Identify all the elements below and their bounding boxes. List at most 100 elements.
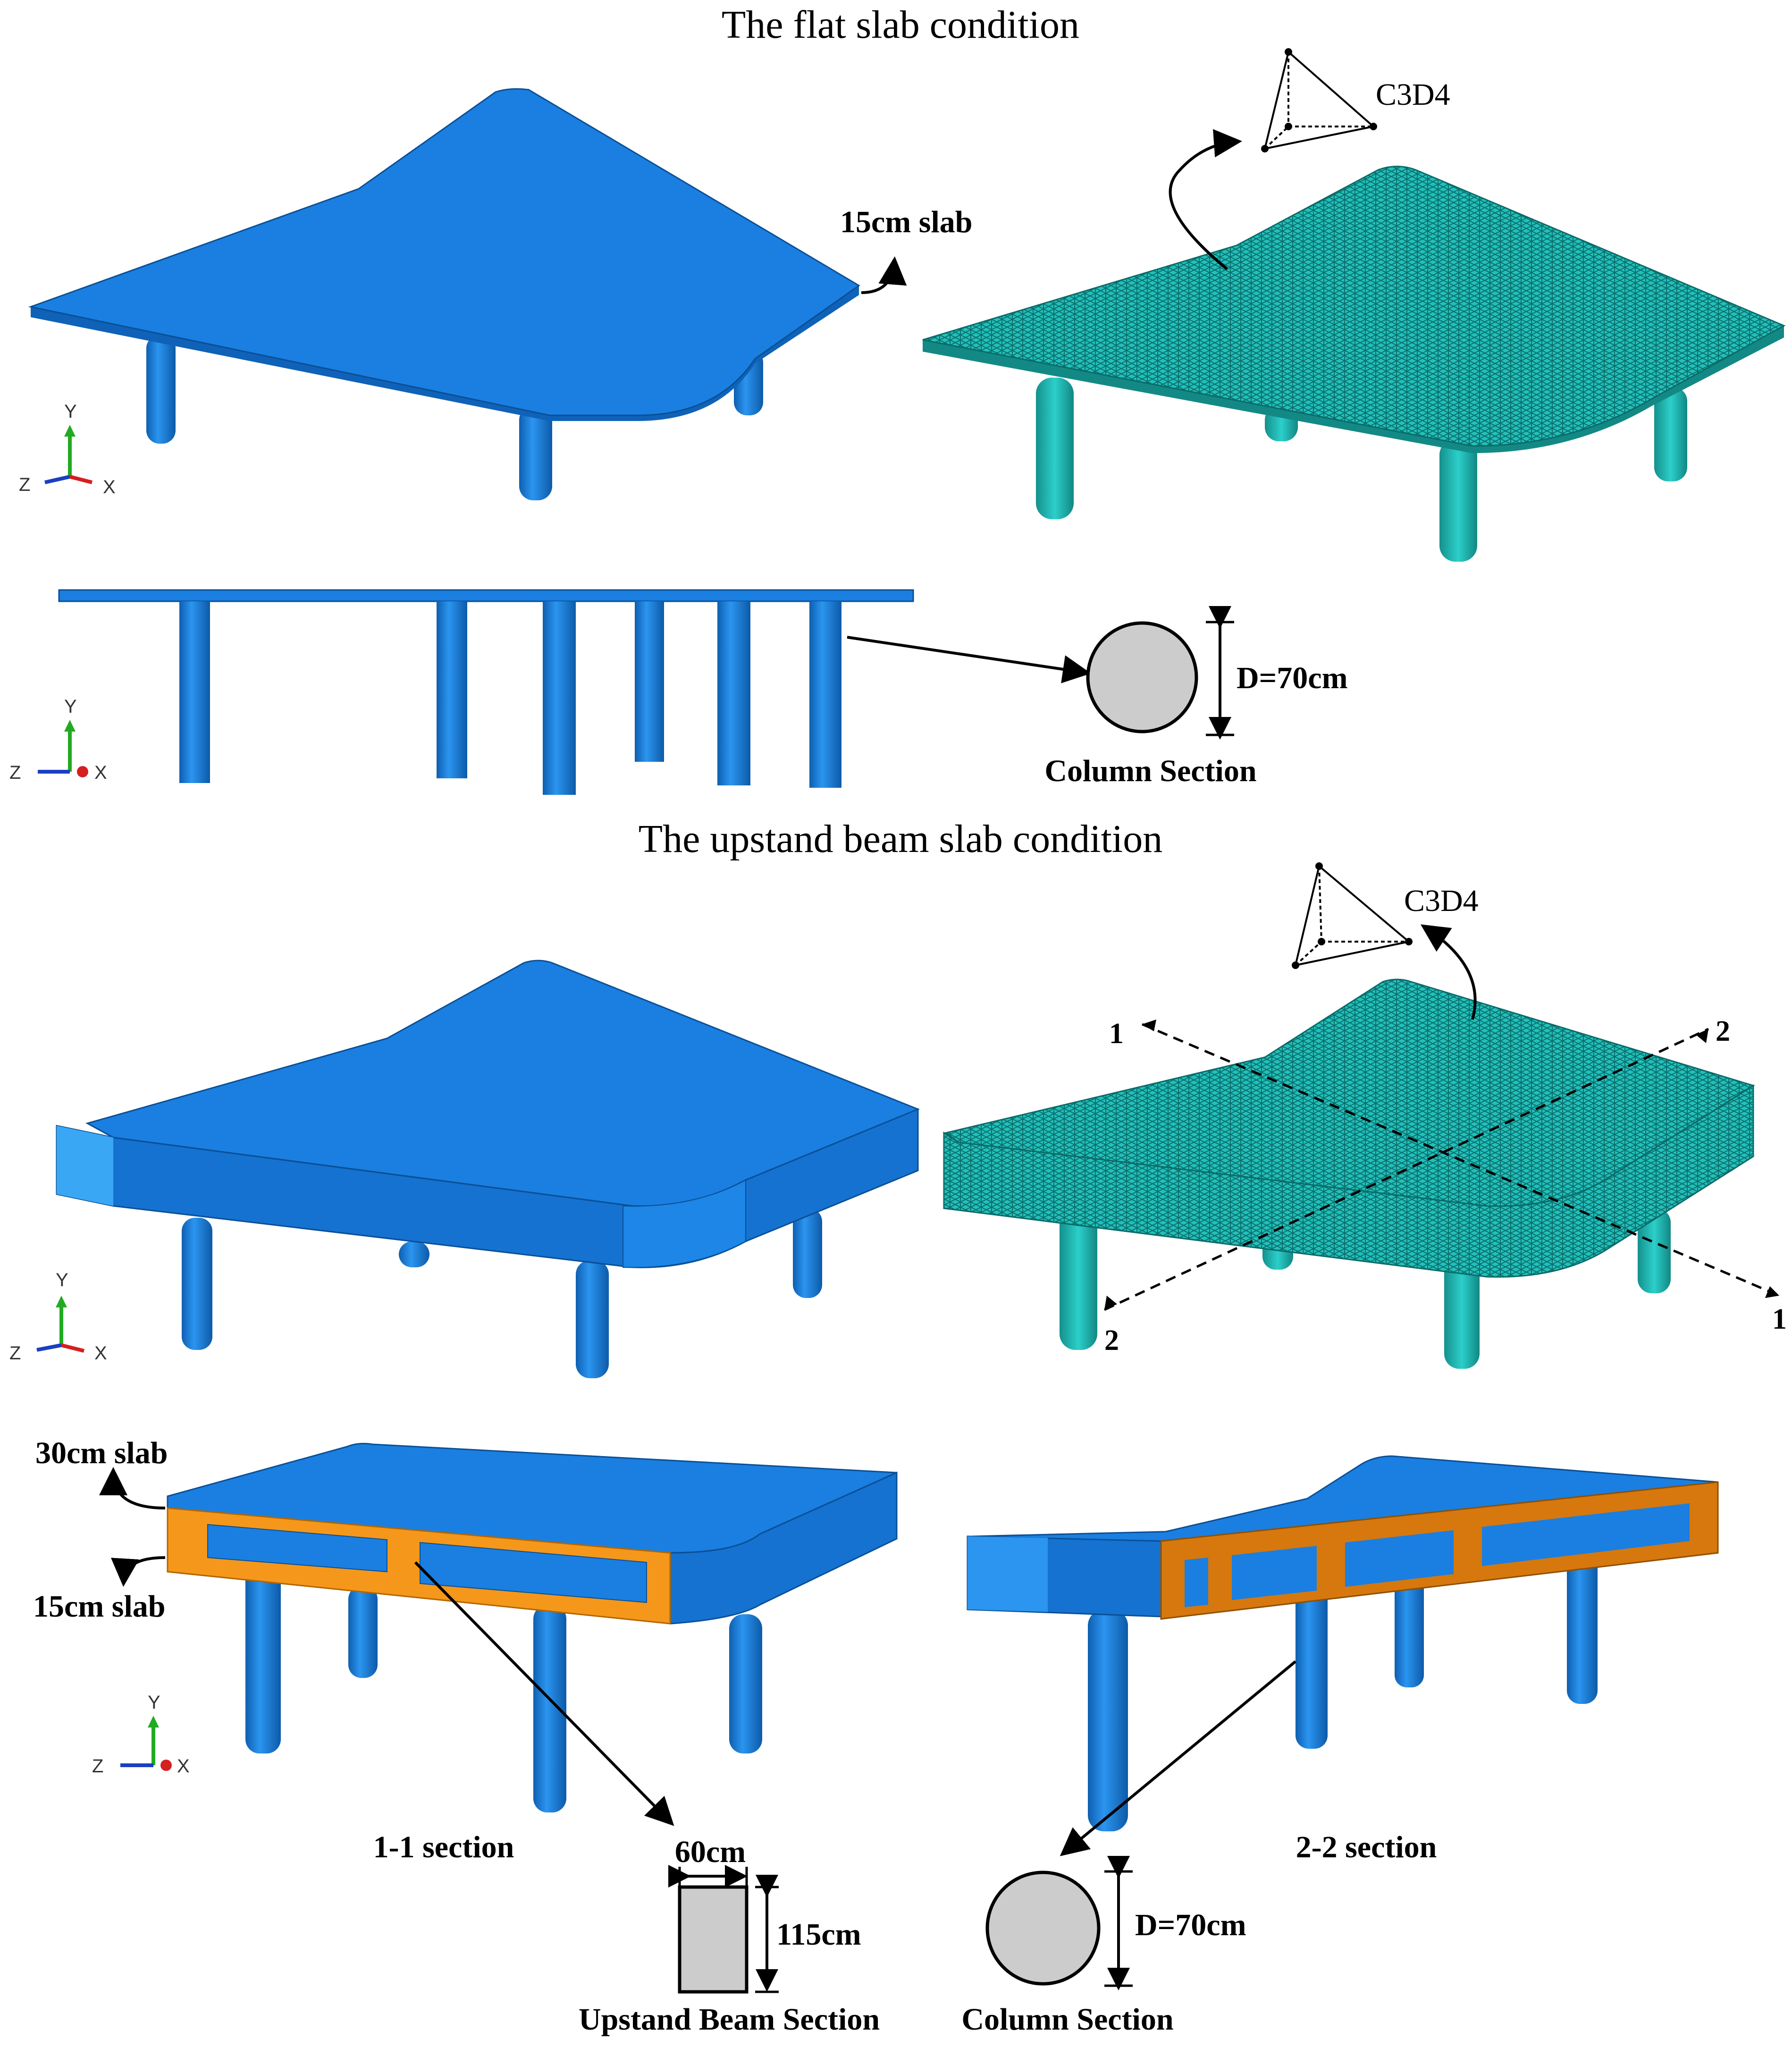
axis-y-label: Y xyxy=(64,696,77,717)
label-15cm-slab-bottom: 15cm slab xyxy=(33,1589,166,1624)
upstand-slab-mesh xyxy=(943,978,1755,1369)
column xyxy=(809,601,841,788)
column xyxy=(717,601,750,785)
beam-corner xyxy=(623,1179,746,1268)
axis-triad: Y Z X xyxy=(9,1270,107,1364)
column xyxy=(793,1208,822,1298)
label-115cm: 115cm xyxy=(776,1917,861,1952)
label-section-1-1: 1-1 section xyxy=(373,1830,514,1864)
c3d4-element-bottom xyxy=(1292,862,1413,969)
axis-x-label: X xyxy=(103,477,116,497)
void xyxy=(1185,1558,1208,1607)
upstand-slab-solid xyxy=(56,960,920,1378)
label-15cm-slab-top: 15cm slab xyxy=(840,205,973,239)
label-upstand-beam-section: Upstand Beam Section xyxy=(579,2002,880,2037)
axis-z-label: Z xyxy=(9,1343,21,1364)
label-30cm-slab: 30cm slab xyxy=(35,1436,168,1470)
cut-arrow xyxy=(1104,1296,1117,1310)
column-leader-top xyxy=(847,636,1091,683)
c3d4-leader-top xyxy=(1169,129,1242,270)
label-column-section-top: Column Section xyxy=(1044,754,1256,788)
column xyxy=(576,1260,609,1378)
column xyxy=(635,601,664,762)
cut-arrow xyxy=(1696,1029,1708,1043)
title-upstand: The upstand beam slab condition xyxy=(639,817,1162,861)
axis-triad: Y Z X xyxy=(92,1692,190,1777)
axis-x-label: X xyxy=(94,1343,107,1364)
void xyxy=(1345,1530,1454,1587)
cut-arrow xyxy=(1765,1286,1779,1298)
void xyxy=(1482,1503,1690,1566)
void xyxy=(207,1524,387,1573)
label-c3d4-top: C3D4 xyxy=(1376,77,1450,112)
column xyxy=(1654,387,1687,481)
axis-triad: Y Z X xyxy=(9,696,107,783)
column xyxy=(1444,1256,1480,1369)
axis-y-label: Y xyxy=(64,401,77,422)
label-d70-top: D=70cm xyxy=(1237,661,1348,695)
c3d4-leader-bottom xyxy=(1420,924,1477,1020)
beam-face xyxy=(669,1471,898,1625)
axis-z-label: Z xyxy=(19,474,30,495)
slab15-leader xyxy=(110,1556,166,1587)
column xyxy=(182,1218,212,1350)
label-60cm: 60cm xyxy=(675,1835,746,1869)
slab-elevation xyxy=(58,589,914,602)
axis-triad: Y Z X xyxy=(19,401,116,497)
column xyxy=(1036,378,1074,519)
label-cut-2b: 2 xyxy=(1104,1324,1119,1357)
mesh-beam-face xyxy=(943,1084,1754,1278)
cut-line-1 xyxy=(1142,1023,1780,1297)
column xyxy=(179,601,210,783)
column xyxy=(1296,1586,1328,1749)
label-c3d4-bottom: C3D4 xyxy=(1404,884,1479,918)
cut-line-2 xyxy=(1103,1028,1709,1311)
column xyxy=(245,1562,281,1753)
label-section-2-2: 2-2 section xyxy=(1296,1830,1437,1864)
column xyxy=(519,406,552,500)
column xyxy=(437,601,467,778)
column xyxy=(729,1614,762,1753)
upstand-beam-section-rect xyxy=(678,1885,749,1994)
slab-leader-arrow xyxy=(861,256,907,294)
column xyxy=(1567,1553,1598,1704)
flat-slab-elevation xyxy=(58,589,914,795)
void xyxy=(1232,1546,1317,1600)
flat-slab-solid xyxy=(28,88,860,500)
axis-y-label: Y xyxy=(56,1270,68,1290)
axis-x-label: X xyxy=(94,762,107,783)
beam-leader xyxy=(414,1561,674,1826)
slab-top xyxy=(972,1455,1718,1549)
column xyxy=(543,601,576,795)
column-leader-bottom xyxy=(1060,1660,1296,1856)
label-cut-1b: 1 xyxy=(1772,1303,1787,1335)
section-1-1-view xyxy=(167,1442,898,1812)
flat-slab-mesh xyxy=(922,166,1786,562)
column xyxy=(399,1241,429,1267)
section-2-2-view xyxy=(967,1455,1719,1831)
column-section-circle-bottom xyxy=(985,1871,1101,1986)
column-section-circle-top xyxy=(1086,621,1198,733)
beam-end xyxy=(968,1536,1048,1612)
label-d70-bottom: D=70cm xyxy=(1135,1908,1246,1942)
column xyxy=(533,1605,566,1812)
slab-top xyxy=(28,88,860,416)
axis-z-label: Z xyxy=(92,1756,103,1777)
column xyxy=(1060,1208,1097,1350)
column xyxy=(348,1586,378,1678)
column xyxy=(146,335,176,444)
slab30-leader xyxy=(99,1467,166,1509)
cut-arrow xyxy=(1142,1020,1156,1031)
label-cut-1a: 1 xyxy=(1109,1018,1124,1050)
title-flat: The flat slab condition xyxy=(722,3,1079,47)
column xyxy=(1638,1208,1671,1293)
mesh-top xyxy=(922,166,1786,447)
void xyxy=(420,1542,647,1603)
axis-z-label: Z xyxy=(9,762,21,783)
column xyxy=(1088,1610,1128,1831)
column xyxy=(1439,439,1477,562)
axis-x-label: X xyxy=(177,1756,190,1777)
beam-end xyxy=(57,1126,113,1206)
axis-y-label: Y xyxy=(148,1692,160,1713)
